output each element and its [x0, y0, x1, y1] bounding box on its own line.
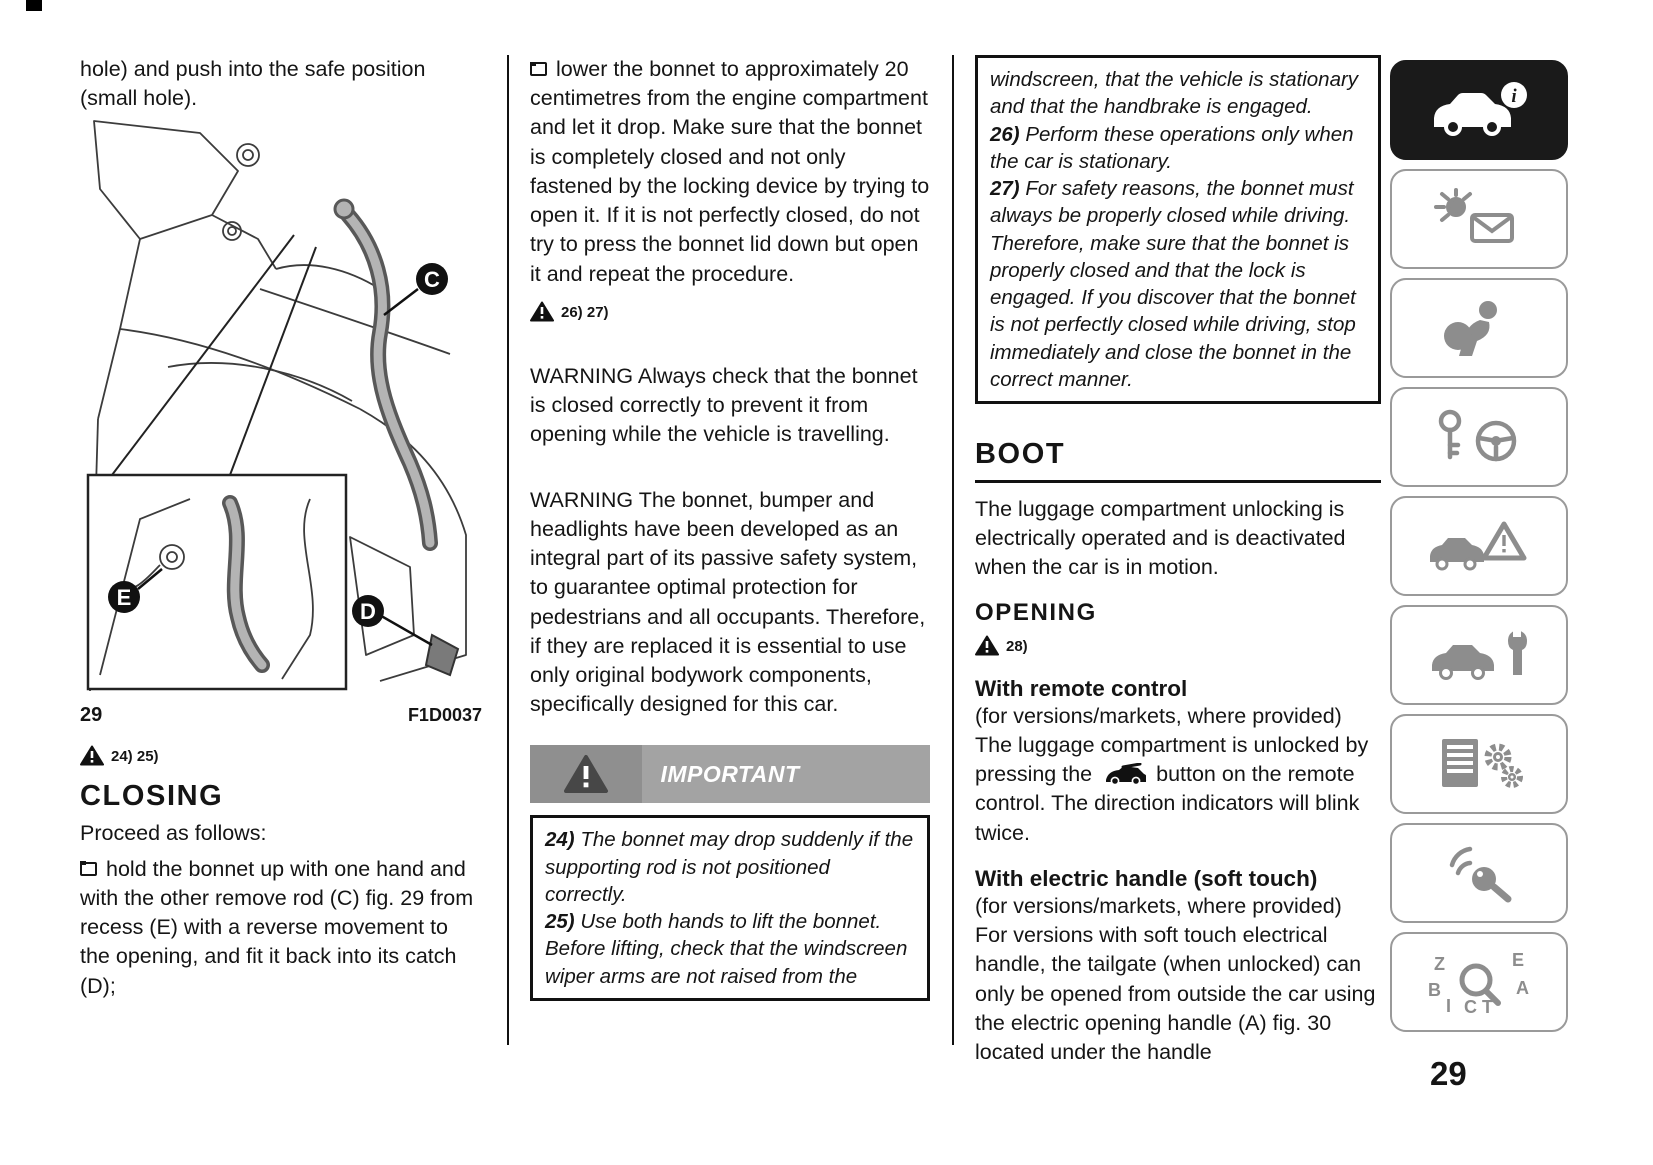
index-letter: B [1428, 980, 1441, 1000]
note-24: 24) The bonnet may drop suddenly if the … [545, 826, 915, 908]
warning-triangle-icon [975, 635, 999, 656]
electric-handle-text: For versions with soft touch electrical … [975, 923, 1376, 1065]
boot-intro: The luggage compartment unlocking is ele… [975, 497, 1346, 580]
note-text: Perform these operations only when the c… [990, 122, 1354, 173]
list-bullet-icon [79, 861, 97, 876]
key-steering-wheel-icon [1438, 409, 1517, 462]
sidebar-item-starting-and-driving[interactable] [1390, 387, 1568, 487]
warning-reference-row: 24) 25) [80, 745, 482, 766]
note-number: 26) [990, 122, 1020, 146]
warning-reference-row: 28) [975, 635, 1381, 656]
warning-note-refs: 28) [1006, 637, 1028, 655]
alphabetical-index-icon: Z E B A I C T [1428, 950, 1529, 1014]
index-letter: E [1512, 950, 1524, 970]
remote-provided-note: (for versions/markets, where provided) [975, 703, 1342, 728]
column-divider [952, 55, 954, 1045]
note-26: 26) Perform these operations only when t… [990, 121, 1366, 176]
warning-note-refs: 26) 27) [561, 303, 609, 321]
sidebar-item-index[interactable]: Z E B A I C T [1390, 932, 1568, 1032]
support-rod [333, 198, 438, 552]
sidebar-item-safety[interactable] [1390, 278, 1568, 378]
warning-note-refs: 24) 25) [111, 748, 159, 766]
intro-text: hole) and push into the safe position (s… [80, 57, 426, 111]
figure-number: 29 [80, 704, 103, 727]
figure-29: C D E 29 F1D0037 [80, 119, 482, 727]
index-letter: A [1516, 978, 1529, 998]
remote-control-heading: With remote control [975, 675, 1188, 701]
sidebar-item-knowing-your-car[interactable]: i [1390, 60, 1568, 160]
lower-bonnet-step-text: lower the bonnet to approximately 20 cen… [530, 57, 930, 286]
sidebar-item-servicing-and-care[interactable] [1390, 605, 1568, 705]
index-letter: C [1464, 997, 1477, 1014]
figure-caption: 29 F1D0037 [80, 704, 482, 727]
remote-text-before: The luggage compartment is unlocked by p… [975, 732, 1369, 787]
info-letter: i [1511, 86, 1517, 107]
remote-control-text: The luggage compartment is unlocked by p… [975, 731, 1381, 848]
middle-column: lower the bonnet to approximately 20 cen… [529, 55, 930, 1001]
car-wrench-icon [1432, 628, 1527, 680]
note-25: 25) Use both hands to lift the bonnet. B… [545, 908, 915, 990]
boot-open-button-icon [1106, 762, 1148, 786]
column-divider [507, 55, 509, 1045]
car-warning-triangle-icon [1430, 521, 1527, 571]
figure-code: F1D0037 [407, 705, 482, 726]
sidebar-item-technical-data[interactable] [1390, 714, 1568, 814]
bonnet-rod-illustration: C D E [86, 120, 467, 692]
label-C: C [424, 267, 440, 292]
note-number: 27) [990, 177, 1020, 200]
sidebar-item-in-an-emergency[interactable] [1390, 496, 1568, 596]
closing-step: hold the bonnet up with one hand and wit… [79, 855, 482, 1001]
note-text: The bonnet may drop suddenly if the supp… [545, 828, 914, 906]
note-number: 24) [545, 828, 575, 852]
warning-triangle-icon [80, 745, 104, 766]
opening-heading: OPENING [975, 598, 1097, 626]
note-number: 25) [545, 910, 575, 934]
inset-detail-box [86, 474, 348, 691]
lower-bonnet-step: lower the bonnet to approximately 20 cen… [529, 55, 930, 289]
important-label: IMPORTANT [660, 760, 800, 787]
right-column: windscreen, that the vehicle is stationa… [975, 55, 1381, 1073]
closing-step-text: hold the bonnet up with one hand and wit… [80, 856, 474, 998]
note-text: Use both hands to lift the bonnet. Befor… [545, 910, 908, 988]
important-banner: IMPORTANT [530, 745, 930, 804]
warning-reference-row: 26) 27) [530, 301, 930, 322]
boot-heading: BOOT [975, 438, 1066, 470]
multimedia-icon [1449, 846, 1512, 903]
spec-list-gears-icon [1442, 739, 1523, 788]
car-info-icon: i [1434, 82, 1527, 136]
proceed-text: Proceed as follows: [80, 821, 267, 846]
left-column: hole) and push into the safe position (s… [79, 55, 482, 1007]
handle-provided-note: (for versions/markets, where provided) [975, 893, 1342, 918]
label-D: D [360, 599, 376, 624]
closing-heading: CLOSING [80, 780, 224, 813]
sidebar-item-multimedia[interactable] [1390, 823, 1568, 923]
index-letter: I [1446, 996, 1451, 1014]
page-number: 29 [1430, 1055, 1467, 1092]
note-continuation: windscreen, that the vehicle is stationa… [990, 66, 1366, 121]
warning-light-message-icon [1434, 188, 1514, 243]
warning-triangle-icon [530, 301, 554, 322]
airbag-safety-icon [1444, 301, 1497, 356]
note-text: For safety reasons, the bonnet must alwa… [990, 177, 1356, 391]
electric-handle-heading: With electric handle (soft touch) [975, 865, 1318, 891]
note-27: 27) For safety reasons, the bonnet must … [990, 175, 1366, 393]
notes-box-continued: windscreen, that the vehicle is stationa… [975, 55, 1381, 404]
remote-text-after: button on the remote control. The direct… [975, 762, 1360, 845]
note-text: windscreen, that the vehicle is stationa… [990, 68, 1359, 119]
notes-box: 24) The bonnet may drop suddenly if the … [530, 815, 930, 1001]
index-letter: Z [1434, 954, 1445, 974]
label-E: E [117, 585, 132, 610]
sidebar-item-dashboard-and-messages[interactable] [1390, 169, 1568, 269]
catch-part [424, 633, 460, 677]
print-registration-mark [26, 0, 42, 11]
section-tab-sidebar: i [1390, 60, 1568, 1032]
warning-paragraph: WARNING Always check that the bonnet is … [530, 363, 918, 447]
index-letter: T [1482, 997, 1493, 1014]
important-warning-triangle-icon [564, 755, 608, 794]
important-icon-zone [530, 745, 642, 804]
list-bullet-icon [529, 61, 547, 76]
warning-paragraph: WARNING The bonnet, bumper and headlight… [530, 487, 926, 717]
